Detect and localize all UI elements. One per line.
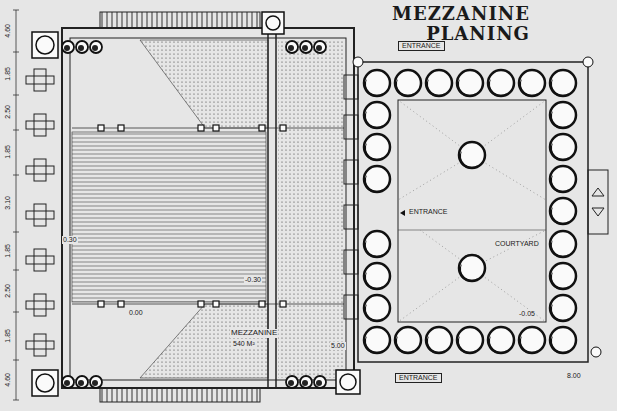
- level-label: 0.00: [128, 309, 144, 317]
- space-label: MEZZANINE: [230, 329, 278, 338]
- level-label: 8.00: [566, 372, 582, 380]
- dimension: 2.50: [4, 104, 12, 120]
- level-label: 0.30: [62, 236, 78, 244]
- dimension: 2.50: [4, 283, 12, 299]
- level-label: -0.30: [244, 276, 262, 284]
- dimension: 3.10: [4, 195, 12, 211]
- dimension: 4.60: [4, 372, 12, 388]
- dimension: 4.60: [4, 23, 12, 39]
- entrance-label: ENTRANCE: [395, 373, 442, 383]
- dimension: 1.85: [4, 243, 12, 259]
- plan-title: MEZZANINE PLANING: [380, 4, 530, 44]
- level-label: 5.00: [330, 342, 346, 350]
- level-label: -0.05: [518, 310, 536, 318]
- area-label: 540 M²: [232, 340, 256, 348]
- dimension: 1.85: [4, 328, 12, 344]
- entrance-label: ENTRANCE: [408, 208, 449, 216]
- dimension: 1.85: [4, 144, 12, 160]
- space-label: COURTYARD: [494, 240, 540, 248]
- entrance-label: ENTRANCE: [398, 41, 445, 51]
- dimension: 1.85: [4, 66, 12, 82]
